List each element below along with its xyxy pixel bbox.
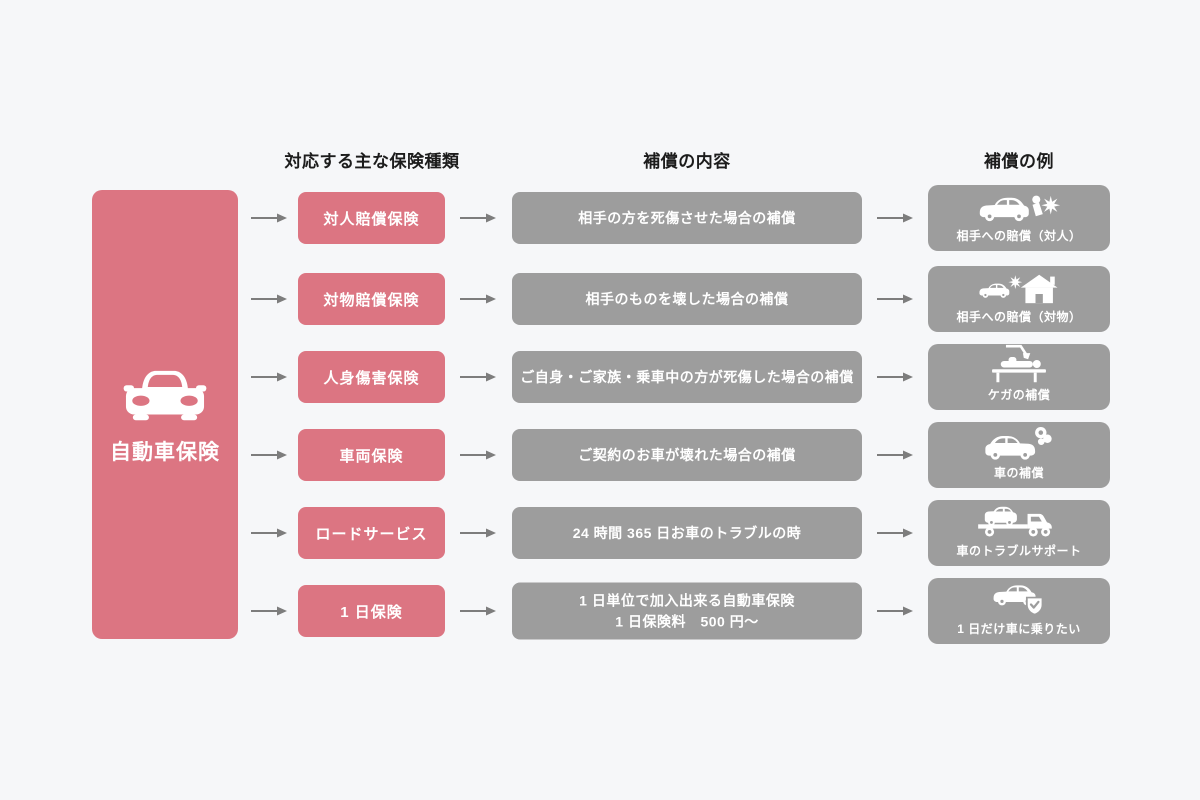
arrow-icon (460, 528, 496, 538)
arrow-icon (251, 213, 287, 223)
example-icon-wrap (975, 502, 1063, 540)
example-icon-wrap (977, 271, 1061, 306)
insurance-type-box: 対人賠償保険 (298, 192, 445, 244)
example-label: 車の補償 (993, 466, 1044, 480)
arrow-icon (877, 450, 913, 460)
car-shield-icon (993, 585, 1044, 616)
coverage-description-box: 1 日単位で加入出来る自動車保険 1 日保険料 500 円〜 (512, 582, 862, 640)
example-label: 1 日だけ車に乗りたい (957, 622, 1081, 636)
arrow-icon (877, 372, 913, 382)
arrow-icon (460, 213, 496, 223)
arrow-icon (251, 606, 287, 616)
arrow-icon (460, 372, 496, 382)
arrow-icon (460, 450, 496, 460)
insurance-type-box: 車両保険 (298, 429, 445, 481)
car-person-crash-icon (979, 195, 1061, 221)
example-icon-wrap (981, 426, 1057, 462)
arrow-icon (460, 294, 496, 304)
example-icon-wrap (988, 578, 1050, 618)
coverage-example-box: 相手への賠償（対物） (928, 266, 1110, 332)
root-node-auto-insurance: 自動車保険 (92, 190, 238, 639)
example-label: ケガの補償 (987, 388, 1051, 402)
example-icon-wrap (986, 344, 1052, 384)
coverage-description-box: ご契約のお車が壊れた場合の補償 (512, 429, 862, 481)
arrow-icon (251, 294, 287, 304)
root-node-label: 自動車保険 (110, 440, 220, 464)
arrow-icon (877, 528, 913, 538)
example-label: 相手への賠償（対人） (956, 229, 1082, 243)
arrow-icon (251, 528, 287, 538)
arrow-icon (460, 606, 496, 616)
example-label: 車のトラブルサポート (956, 544, 1082, 558)
coverage-example-box: 車の補償 (928, 422, 1110, 488)
insurance-type-box: 人身傷害保険 (298, 351, 445, 403)
car-front-icon (123, 370, 207, 420)
insurance-type-box: ロードサービス (298, 507, 445, 559)
column-header-coverage-example: 補償の例 (984, 152, 1054, 171)
coverage-description-box: 相手のものを壊した場合の補償 (512, 273, 862, 325)
coverage-description-box: 相手の方を死傷させた場合の補償 (512, 192, 862, 244)
insurance-type-box: 1 日保険 (298, 585, 445, 637)
injury-bed-icon (992, 344, 1046, 383)
coverage-description-box: 24 時間 365 日お車のトラブルの時 (512, 507, 862, 559)
column-header-insurance-types: 対応する主な保険種類 (284, 152, 460, 171)
insurance-type-box: 対物賠償保険 (298, 273, 445, 325)
arrow-icon (251, 372, 287, 382)
car-house-crash-icon (979, 274, 1058, 304)
coverage-example-box: 1 日だけ車に乗りたい (928, 578, 1110, 644)
example-icon-wrap (977, 190, 1061, 225)
arrow-icon (877, 606, 913, 616)
arrow-icon (251, 450, 287, 460)
coverage-example-box: 車のトラブルサポート (928, 500, 1110, 566)
coverage-example-box: ケガの補償 (928, 344, 1110, 410)
arrow-icon (877, 294, 913, 304)
car-smoke-icon (985, 426, 1052, 460)
coverage-example-box: 相手への賠償（対人） (928, 185, 1110, 251)
arrow-icon (877, 213, 913, 223)
tow-truck-icon (978, 506, 1052, 537)
column-header-coverage-content: 補償の内容 (643, 152, 731, 171)
example-label: 相手への賠償（対物） (956, 310, 1082, 324)
coverage-description-box: ご自身・ご家族・乗車中の方が死傷した場合の補償 (512, 351, 862, 403)
